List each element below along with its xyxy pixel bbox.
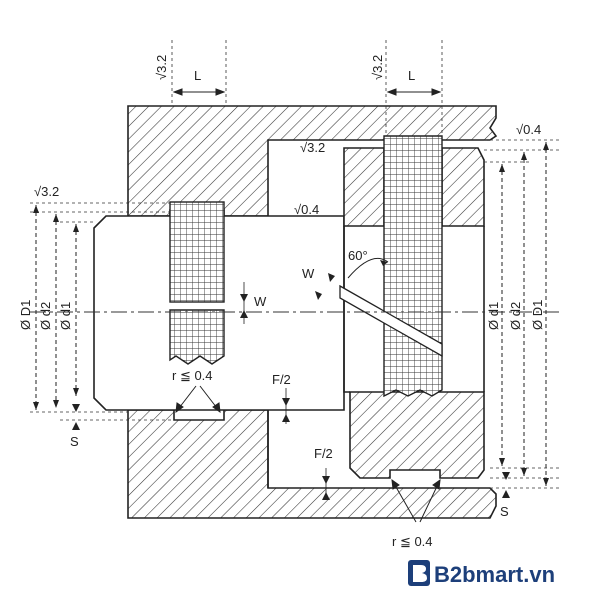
dia-d1-right: Ø d1 xyxy=(486,302,501,330)
length-label-left: L xyxy=(194,68,201,83)
left-diameter-arrows xyxy=(33,205,79,410)
brand-b-glyph xyxy=(413,565,427,582)
f-half-label-right: F/2 xyxy=(314,446,333,461)
right-piston-bottom xyxy=(349,391,485,479)
angle-label: 60° xyxy=(348,248,368,263)
s-marker-left xyxy=(72,404,80,430)
s-label-left: S xyxy=(70,434,79,449)
radius-label-right: r ≦ 0.4 xyxy=(392,534,433,549)
length-dimensions xyxy=(172,88,442,96)
dia-D1-right: Ø D1 xyxy=(530,300,545,330)
length-label-right: L xyxy=(408,68,415,83)
w-marker-left xyxy=(240,282,248,324)
angle-arc xyxy=(347,258,389,279)
s-label-right: S xyxy=(500,504,509,519)
s-marker-right xyxy=(502,472,510,498)
brand-logo: B2bmart.vn xyxy=(408,560,555,587)
w-label-right: W xyxy=(302,266,315,281)
f-half-marker-right xyxy=(322,468,330,500)
roughness-bore-mid: √0.4 xyxy=(294,202,319,217)
w-label-left: W xyxy=(254,294,267,309)
w-marker-right xyxy=(315,273,335,300)
left-diameter-dims xyxy=(35,205,77,410)
right-seal-ring xyxy=(339,135,443,398)
dia-D1-left: Ø D1 xyxy=(18,300,33,330)
left-seal-ring xyxy=(169,201,225,365)
dia-d2-right: Ø d2 xyxy=(508,302,523,330)
dia-d1-left: Ø d1 xyxy=(58,302,73,330)
right-diameter-arrows xyxy=(499,142,549,486)
left-housing-bottom xyxy=(127,409,497,519)
radius-label-left: r ≦ 0.4 xyxy=(172,368,213,383)
brand-name: B2bmart.vn xyxy=(434,562,555,587)
roughness-bore-left: √3.2 xyxy=(34,184,59,199)
roughness-outer-right: √0.4 xyxy=(516,122,541,137)
radius-arrows-left xyxy=(175,385,221,414)
roughness-top-left: √3.2 xyxy=(154,55,169,80)
f-half-label-left: F/2 xyxy=(272,372,291,387)
roughness-top-right: √3.2 xyxy=(370,55,385,80)
extension-lines xyxy=(30,40,560,489)
radius-arrows-right xyxy=(391,478,441,523)
right-diameter-dims xyxy=(501,142,547,486)
roughness-inner-right: √3.2 xyxy=(300,140,325,155)
f-half-marker-left xyxy=(282,388,290,424)
right-piston-top xyxy=(343,147,485,227)
dia-d2-left: Ø d2 xyxy=(38,302,53,330)
